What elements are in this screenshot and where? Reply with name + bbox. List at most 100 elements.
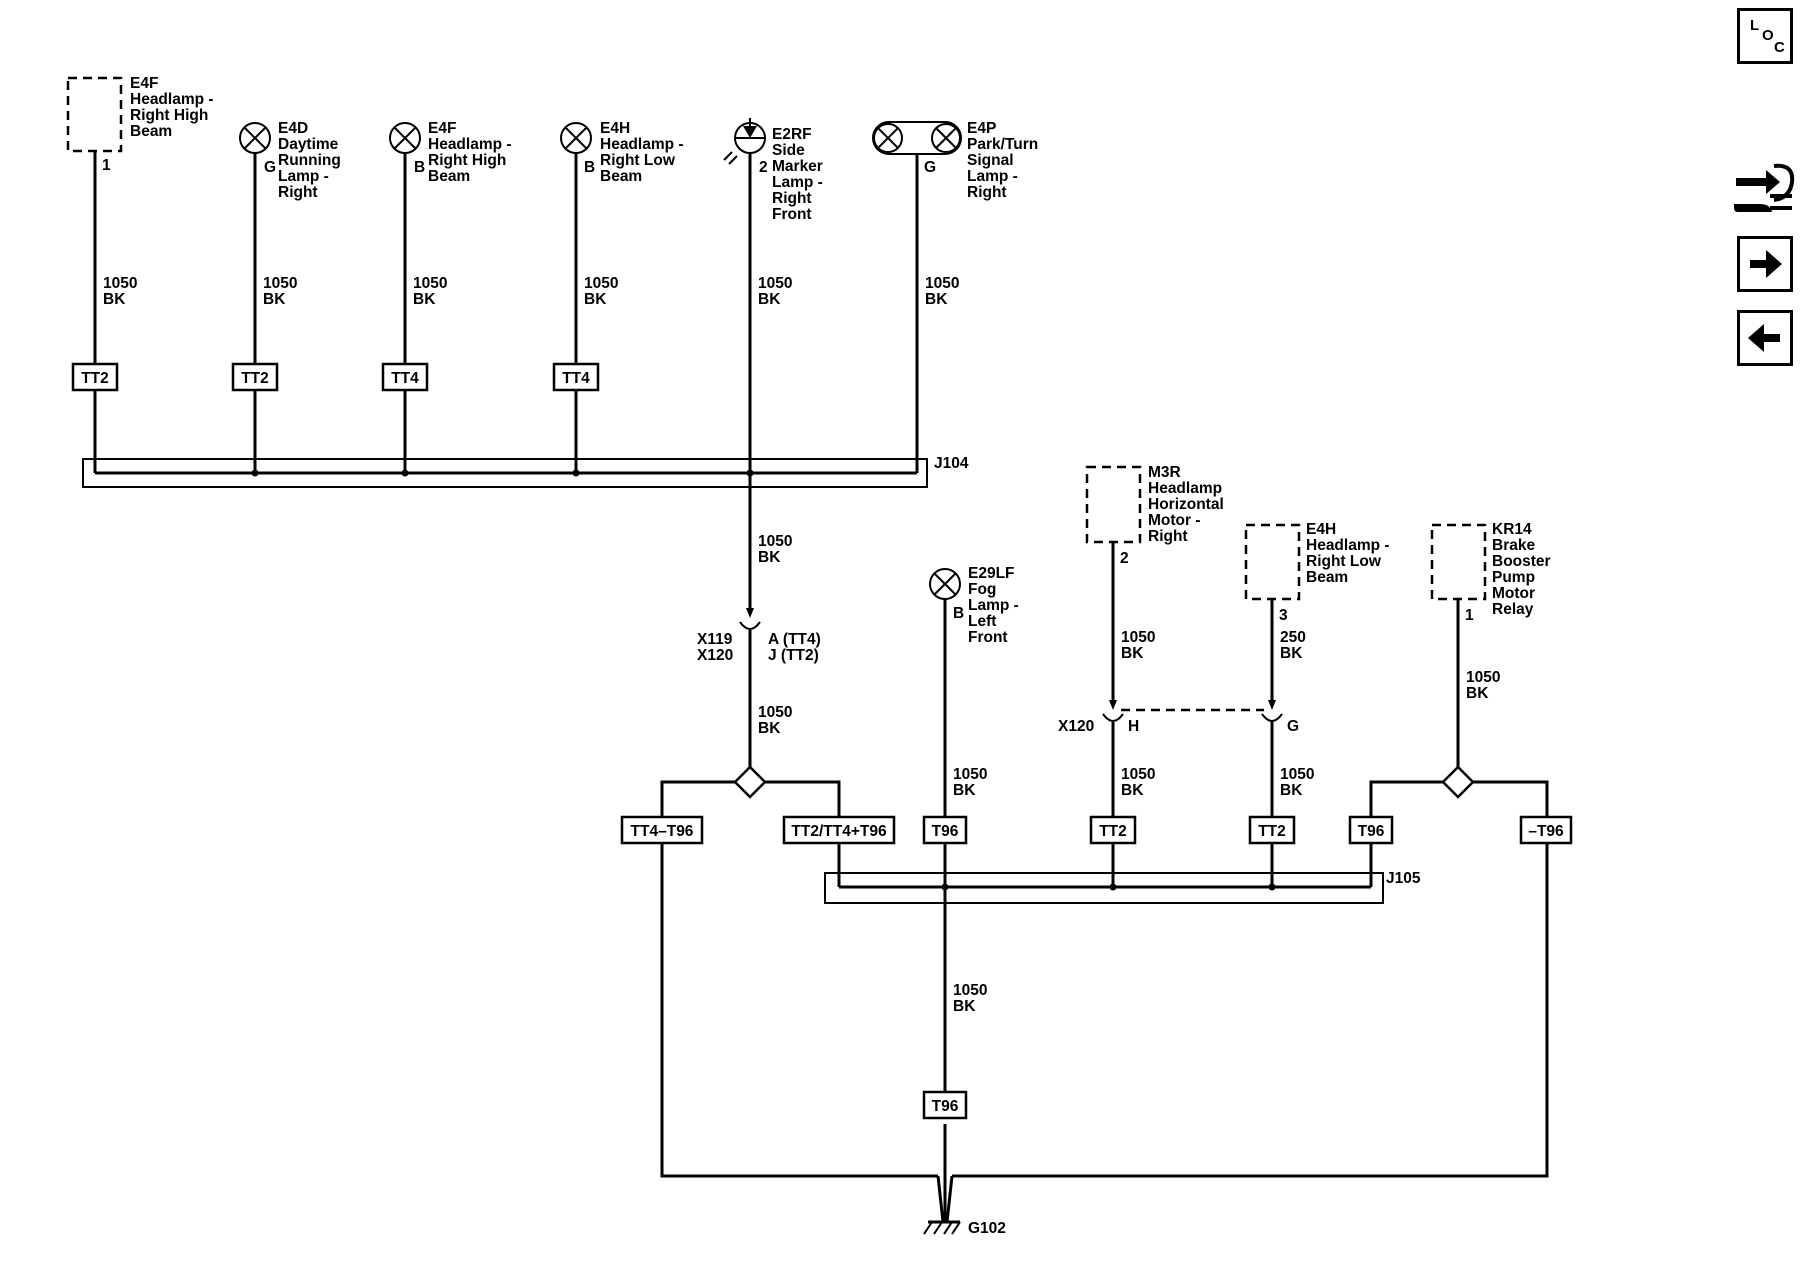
svg-text:1050: 1050 <box>953 982 987 999</box>
svg-text:2: 2 <box>759 159 768 176</box>
svg-text:Beam: Beam <box>130 123 172 140</box>
wire-label-e4d: 1050 BK <box>263 275 297 308</box>
splice-pack-j104: J104 <box>82 455 969 488</box>
svg-text:Headlamp -: Headlamp - <box>130 91 214 108</box>
svg-text:Lamp -: Lamp - <box>968 597 1019 614</box>
svg-text:E4D: E4D <box>278 120 308 137</box>
svg-text:H: H <box>1128 718 1139 735</box>
wire-label-e29lf: 1050 BK <box>953 766 987 799</box>
svg-text:T96: T96 <box>1358 823 1385 840</box>
svg-text:BK: BK <box>953 998 976 1015</box>
component-e4p-park-turn-lamp: E4P Park/Turn Signal Lamp - Right G <box>872 120 1038 201</box>
arrow-left-icon <box>1748 324 1780 352</box>
location-view-button[interactable]: L O C <box>1737 8 1793 64</box>
component-e4f-lamp: E4F Headlamp - Right High Beam B <box>389 120 512 185</box>
svg-text:Booster: Booster <box>1492 553 1551 570</box>
svg-text:Motor -: Motor - <box>1148 512 1201 529</box>
connector-x120-motor: X120 H G <box>1058 700 1299 735</box>
svg-text:BK: BK <box>953 782 976 799</box>
svg-text:Front: Front <box>772 206 812 223</box>
svg-text:B: B <box>584 159 595 176</box>
svg-text:X120: X120 <box>1058 718 1094 735</box>
option-tag-3: TT4 <box>381 362 429 392</box>
svg-text:BK: BK <box>758 291 781 308</box>
svg-text:BK: BK <box>103 291 126 308</box>
svg-text:KR14: KR14 <box>1492 521 1532 538</box>
wire-label-e4f-lamp: 1050 BK <box>413 275 447 308</box>
loc-letter-o: O <box>1762 27 1774 44</box>
splice-diamond-right <box>1369 765 1549 825</box>
wire-label-x120-h-out: 1050 BK <box>1121 766 1155 799</box>
svg-text:1: 1 <box>102 157 111 174</box>
svg-text:B: B <box>953 605 964 622</box>
wire-label-e2rf: 1050 BK <box>758 275 792 308</box>
svg-text:BK: BK <box>758 549 781 566</box>
svg-text:Right High: Right High <box>130 107 208 124</box>
svg-text:Fog: Fog <box>968 581 996 598</box>
component-e4d-drl-lamp: E4D Daytime Running Lamp - Right G <box>239 120 341 201</box>
component-e4h-low-beam: E4H Headlamp - Right Low Beam 3 <box>1244 521 1390 624</box>
svg-text:2: 2 <box>1120 550 1129 567</box>
option-tag-8: TT2 <box>1089 815 1137 845</box>
svg-text:Motor: Motor <box>1492 585 1535 602</box>
svg-text:TT2: TT2 <box>1099 823 1127 840</box>
svg-text:T96: T96 <box>932 823 959 840</box>
option-tag-7: T96 <box>922 815 968 845</box>
svg-text:E4F: E4F <box>428 120 456 137</box>
connector-x119-x120: X119 X120 A (TT4) J (TT2) <box>697 608 821 664</box>
svg-text:Relay: Relay <box>1492 601 1534 618</box>
svg-text:B: B <box>414 159 425 176</box>
svg-text:Beam: Beam <box>1306 569 1348 586</box>
svg-text:Signal: Signal <box>967 152 1014 169</box>
svg-text:Lamp -: Lamp - <box>967 168 1018 185</box>
option-tag-9: TT2 <box>1248 815 1296 845</box>
svg-text:1050: 1050 <box>758 275 792 292</box>
svg-text:Headlamp: Headlamp <box>1148 480 1222 497</box>
svg-text:BK: BK <box>1121 782 1144 799</box>
svg-text:E4H: E4H <box>1306 521 1336 538</box>
svg-text:T96: T96 <box>932 1098 959 1115</box>
svg-text:Right: Right <box>278 184 318 201</box>
svg-text:250: 250 <box>1280 629 1306 646</box>
previous-page-button[interactable] <box>1737 310 1793 366</box>
svg-text:Right: Right <box>1148 528 1188 545</box>
wire-label-kr14: 1050 BK <box>1466 669 1500 702</box>
svg-text:Right: Right <box>967 184 1007 201</box>
svg-text:G: G <box>924 159 936 176</box>
wire-label-e4f-high: 1050 BK <box>103 275 137 308</box>
svg-text:E4F: E4F <box>130 75 158 92</box>
option-tag-6: TT2/TT4+T96 <box>782 815 896 845</box>
svg-text:TT2: TT2 <box>81 370 109 387</box>
svg-text:BK: BK <box>1121 645 1144 662</box>
svg-text:1050: 1050 <box>1466 669 1500 686</box>
svg-text:Side: Side <box>772 142 805 159</box>
svg-text:Lamp -: Lamp - <box>772 174 823 191</box>
svg-text:Headlamp -: Headlamp - <box>428 136 512 153</box>
wire-label-e4h-low: 250 BK <box>1280 629 1306 662</box>
svg-text:E29LF: E29LF <box>968 565 1015 582</box>
splice-diamond-left <box>660 765 841 825</box>
svg-text:Headlamp -: Headlamp - <box>1306 537 1390 554</box>
ground-g102: G102 <box>923 1220 1006 1237</box>
option-tag-10: T96 <box>1348 815 1394 845</box>
component-e29lf-fog-lamp: E29LF Fog Lamp - Left Front B <box>929 565 1019 646</box>
svg-text:1050: 1050 <box>1121 629 1155 646</box>
component-e2rf-side-marker: E2RF Side Marker Lamp - Right Front 2 <box>723 118 823 223</box>
loc-letter-c: C <box>1774 39 1785 56</box>
svg-text:TT4: TT4 <box>562 370 590 387</box>
svg-text:1050: 1050 <box>758 533 792 550</box>
connector-view-icon[interactable] <box>1730 160 1796 220</box>
svg-text:Marker: Marker <box>772 158 823 175</box>
svg-text:Right Low: Right Low <box>600 152 676 169</box>
component-kr14-relay: KR14 Brake Booster Pump Motor Relay 1 <box>1430 521 1551 624</box>
next-page-button[interactable] <box>1737 236 1793 292</box>
svg-text:BK: BK <box>1466 685 1489 702</box>
svg-text:1050: 1050 <box>263 275 297 292</box>
svg-text:G: G <box>264 159 276 176</box>
svg-text:Lamp -: Lamp - <box>278 168 329 185</box>
wire-label-e4h-lamp: 1050 BK <box>584 275 618 308</box>
svg-text:TT2: TT2 <box>1258 823 1286 840</box>
svg-text:TT4–T96: TT4–T96 <box>631 823 694 840</box>
svg-text:J105: J105 <box>1386 870 1421 887</box>
